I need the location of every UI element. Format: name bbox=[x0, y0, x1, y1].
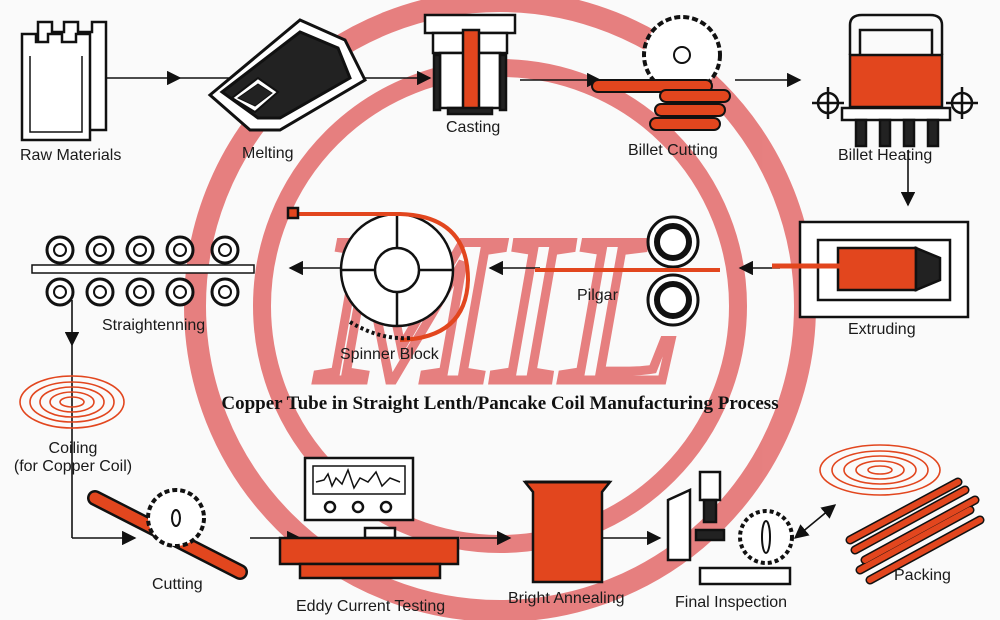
label-eddy-current-testing: Eddy Current Testing bbox=[296, 598, 446, 615]
label-raw-materials: Raw Materials bbox=[20, 147, 122, 164]
label-extruding: Extruding bbox=[848, 321, 916, 338]
bright-annealing-icon bbox=[522, 480, 613, 584]
spinner-block-icon bbox=[286, 206, 471, 342]
eddy-current-testing-icon bbox=[278, 456, 460, 580]
pilgar-icon bbox=[535, 215, 720, 327]
diagram-title: Copper Tube in Straight Lenth/Pancake Co… bbox=[221, 393, 779, 414]
cutting-icon bbox=[87, 488, 248, 580]
billet-heating-icon bbox=[812, 13, 978, 148]
label-melting: Melting bbox=[242, 145, 294, 162]
raw-materials-icon bbox=[20, 20, 108, 142]
melting-icon bbox=[207, 18, 367, 132]
label-coiling: Coiling (for Copper Coil) bbox=[13, 440, 133, 475]
extruding-icon bbox=[772, 220, 970, 319]
flow-row-2 bbox=[64, 260, 780, 538]
final-inspection-icon bbox=[666, 470, 794, 586]
label-cutting: Cutting bbox=[152, 576, 203, 593]
coiling-icon bbox=[19, 375, 125, 429]
label-billet-cutting: Billet Cutting bbox=[628, 142, 718, 159]
straightenning-icon bbox=[31, 235, 255, 307]
label-straightenning: Straightenning bbox=[102, 317, 206, 334]
label-pilgar: Pilgar bbox=[577, 287, 618, 304]
label-final-inspection: Final Inspection bbox=[675, 594, 788, 611]
label-packing: Packing bbox=[894, 567, 951, 584]
label-spinner-block: Spinner Block bbox=[340, 346, 439, 363]
label-bright-annealing: Bright Annealing bbox=[508, 590, 625, 607]
label-casting: Casting bbox=[446, 119, 501, 136]
casting-icon bbox=[423, 13, 517, 116]
billet-cutting-icon bbox=[591, 15, 731, 131]
packing-icon bbox=[819, 444, 985, 585]
label-billet-heating: Billet Heating bbox=[838, 147, 933, 164]
